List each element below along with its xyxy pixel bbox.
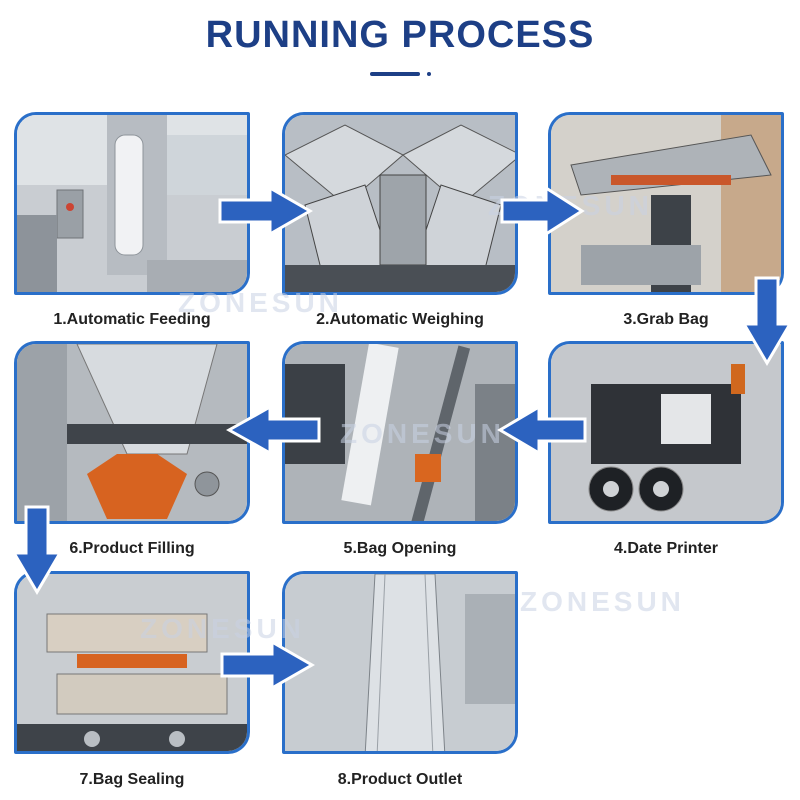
arrow-left-icon [226,405,321,455]
watermark: ZONESUN [520,586,685,617]
step-6-label: 6.Product Filling [69,540,195,557]
step-5-photo-frame [282,341,518,524]
arrow-right-icon [220,640,315,690]
arrow-down-icon [12,505,62,595]
step-1-label: 1.Automatic Feeding [53,311,211,328]
step-2-label: 2.Automatic Weighing [316,311,484,328]
heat-sealer-photo [17,574,247,751]
step-3-photo-frame [548,112,784,295]
step-7-label: 7.Bag Sealing [79,771,185,788]
step-2-photo-frame [282,112,518,295]
arrow-right-icon [500,186,585,236]
step-4-label: 4.Date Printer [613,540,719,557]
watermark: ZONESUN [140,613,305,644]
arrow-down-icon [742,276,792,366]
step-1-photo-frame [14,112,250,295]
step-7-photo-frame [14,571,250,754]
step-5-label: 5.Bag Opening [343,540,457,557]
step-6-photo-frame [14,341,250,524]
title-underline-dot [427,72,431,76]
feeding-machine-photo [17,115,247,292]
outlet-chute-photo [285,574,515,751]
arrow-right-icon [218,186,313,236]
step-8-photo-frame [282,571,518,754]
bag-gripper-photo [551,115,781,292]
filling-funnel-photo [17,344,247,521]
step-4-photo-frame [548,341,784,524]
multihead-weigher-photo [285,115,515,292]
page-title: RUNNING PROCESS [205,14,595,56]
title-underline [370,72,420,76]
watermark: ZONESUN [340,418,505,449]
date-printer-photo [551,344,781,521]
step-3-label: 3.Grab Bag [623,311,709,328]
bag-opening-photo [285,344,515,521]
step-8-label: 8.Product Outlet [337,771,463,788]
watermark: ZONESUN [178,287,343,318]
arrow-left-icon [497,405,587,455]
